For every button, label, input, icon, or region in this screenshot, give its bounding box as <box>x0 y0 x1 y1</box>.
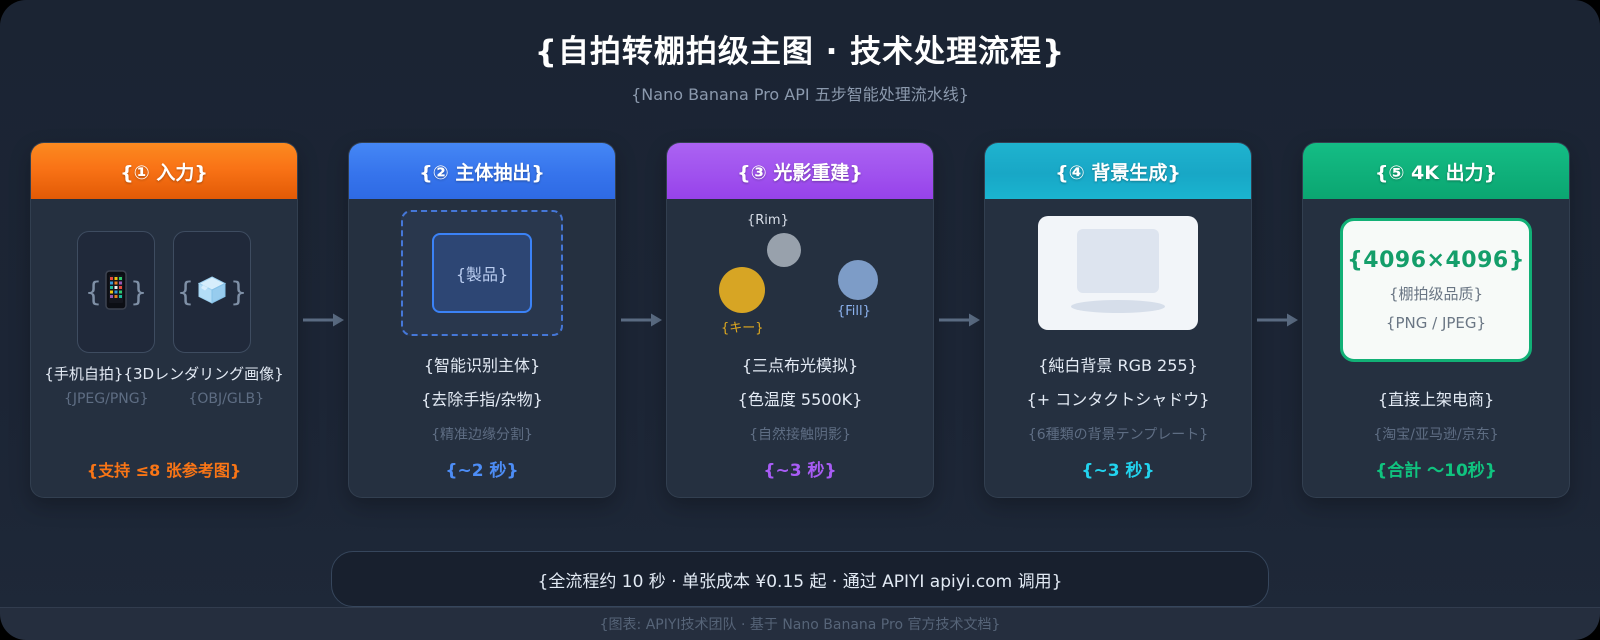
output-resolution: {4096×4096} <box>1347 248 1525 273</box>
process-flow: {① 入力} { <box>30 142 1570 498</box>
footer-credit: {图表: APIYI技术团队 · 基于 Nano Banana Pro 官方技术… <box>0 607 1600 640</box>
render-input-box: { } <box>173 231 251 353</box>
key-light-label: {キー} <box>721 321 764 336</box>
page-subtitle: {Nano Banana Pro API 五步智能处理流水线} <box>631 85 969 104</box>
step-body-output: {4096×4096} {棚拍级品质} {PNG / JPEG} {直接上架电商… <box>1303 199 1569 497</box>
background-subline: {6種類の背景テンプレート} <box>1027 427 1209 443</box>
step-card-lighting: {③ 光影重建} {Rim} {キー} {Fill} {三点布光模拟} {色温度… <box>666 142 934 498</box>
output-subline: {淘宝/亚马逊/京东} <box>1373 427 1499 443</box>
output-timer: {合計 ～10秒} <box>1375 461 1497 481</box>
step-header-background: {④ 背景生成} <box>985 143 1251 199</box>
input-formats: {JPEG/PNG} {OBJ/GLB} <box>64 391 264 407</box>
input-note: {支持 ≤8 张参考图} <box>86 461 242 480</box>
rim-light-circle <box>767 233 801 267</box>
input-label-phone: {手机自拍} <box>44 365 124 383</box>
white-backdrop <box>1038 216 1198 330</box>
step-header-input: {① 入力} <box>31 143 297 199</box>
brace-open: { <box>84 276 102 308</box>
step-body-input: { <box>31 199 297 497</box>
fill-light-label: {Fill} <box>837 304 871 319</box>
step-header-output: {⑤ 4K 出力} <box>1303 143 1569 199</box>
lighting-line-1: {三点布光模拟} <box>741 356 859 375</box>
background-line-1: {純白背景 RGB 255} <box>1038 356 1198 375</box>
step-header-output-label: {⑤ 4K 出力} <box>1374 161 1498 184</box>
rim-light-label: {Rim} <box>747 213 789 228</box>
step-header-lighting: {③ 光影重建} <box>667 143 933 199</box>
step-body-background: {純白背景 RGB 255} {+ コンタクトシャドウ} {6種類の背景テンプレ… <box>985 199 1251 497</box>
product-box: {製品} <box>432 233 532 313</box>
flow-arrow-icon <box>616 142 666 498</box>
extract-timer: {~2 秒} <box>445 461 519 481</box>
flow-arrow-icon <box>934 142 984 498</box>
input-format-photo: {JPEG/PNG} <box>63 391 149 407</box>
background-visual <box>1038 199 1198 347</box>
step-card-extract: {② 主体抽出} {製品} {智能识别主体} {去除手指/杂物} {精准边缘分割… <box>348 142 616 498</box>
step-header-extract: {② 主体抽出} <box>349 143 615 199</box>
lighting-visual: {Rim} {キー} {Fill} <box>710 199 890 347</box>
product-label: {製品} <box>455 265 509 284</box>
step-header-input-label: {① 入力} <box>120 161 208 184</box>
selection-dashed-box: {製品} <box>401 210 563 336</box>
fill-light-circle <box>838 260 878 300</box>
step-card-input: {① 入力} { <box>30 142 298 498</box>
extract-line-2: {去除手指/杂物} <box>421 390 543 409</box>
flow-arrow-icon <box>1252 142 1302 498</box>
lighting-subline: {自然接触阴影} <box>749 427 851 443</box>
key-light-circle <box>719 267 765 313</box>
summary-bar: {全流程约 10 秒 · 单张成本 ¥0.15 起 · 通过 APIYI api… <box>331 551 1269 607</box>
output-result-box: {4096×4096} {棚拍级品质} {PNG / JPEG} <box>1340 218 1532 362</box>
output-visual: {4096×4096} {棚拍级品质} {PNG / JPEG} <box>1340 199 1532 381</box>
phone-input-box: { <box>77 231 155 353</box>
page-title: {自拍转棚拍级主图 · 技术处理流程} <box>534 34 1066 70</box>
output-line-1: {直接上架电商} <box>1377 390 1495 409</box>
step-header-lighting-label: {③ 光影重建} <box>737 161 863 184</box>
input-format-model: {OBJ/GLB} <box>188 391 265 407</box>
extract-line-1: {智能识别主体} <box>423 356 541 375</box>
brace-close: } <box>130 276 148 308</box>
brace-close: } <box>230 276 248 308</box>
input-labels: {手机自拍} {3Dレンダリング画像} <box>44 363 283 384</box>
lighting-line-2: {色温度 5500K} <box>737 390 863 409</box>
lighting-timer: {~3 秒} <box>763 461 837 481</box>
flow-arrow-icon <box>298 142 348 498</box>
output-format: {PNG / JPEG} <box>1385 314 1487 332</box>
background-line-2: {+ コンタクトシャドウ} <box>1026 390 1210 409</box>
extract-subline: {精准边缘分割} <box>431 427 533 443</box>
phone-icon <box>105 270 127 314</box>
step-card-background: {④ 背景生成} {純白背景 RGB 255} {+ コンタクトシャドウ} {6… <box>984 142 1252 498</box>
step-body-extract: {製品} {智能识别主体} {去除手指/杂物} {精准边缘分割} {~2 秒} <box>349 199 615 497</box>
summary-bar-text: {全流程约 10 秒 · 单张成本 ¥0.15 起 · 通过 APIYI api… <box>537 571 1063 592</box>
brace-open: { <box>176 276 194 308</box>
contact-shadow <box>1071 300 1165 313</box>
input-visual: { <box>77 231 251 353</box>
step-body-lighting: {Rim} {キー} {Fill} {三点布光模拟} {色温度 5500K} {… <box>667 199 933 497</box>
background-timer: {~3 秒} <box>1081 461 1155 481</box>
step-header-extract-label: {② 主体抽出} <box>419 161 545 184</box>
footer-credit-text: {图表: APIYI技术团队 · 基于 Nano Banana Pro 官方技术… <box>599 617 1001 633</box>
step-header-background-label: {④ 背景生成} <box>1055 161 1181 184</box>
backdrop-panel <box>1077 229 1159 293</box>
step-card-output: {⑤ 4K 出力} {4096×4096} {棚拍级品质} {PNG / JPE… <box>1302 142 1570 498</box>
input-label-render: {3Dレンダリング画像} <box>123 365 284 383</box>
output-quality: {棚拍级品质} <box>1388 285 1484 303</box>
extract-visual: {製品} <box>401 199 563 347</box>
ice-cube-icon <box>197 275 227 309</box>
